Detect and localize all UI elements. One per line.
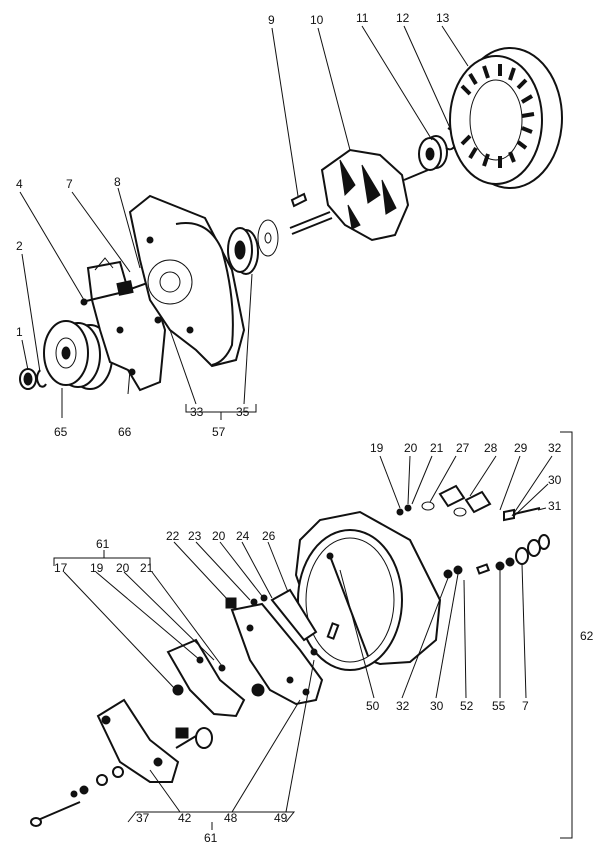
- label-4: 4: [16, 177, 23, 191]
- label-10: 10: [310, 13, 324, 27]
- label-31: 31: [548, 499, 562, 513]
- label-66: 66: [118, 425, 132, 439]
- nut-part: [19, 368, 37, 390]
- label-32-lower: 32: [396, 699, 410, 713]
- terminal-plate-part: [166, 638, 246, 718]
- label-52: 52: [460, 699, 474, 713]
- label-11: 11: [356, 11, 369, 25]
- label-49: 49: [274, 811, 288, 825]
- label-57: 57: [212, 425, 226, 439]
- label-26: 26: [262, 529, 276, 543]
- label-22: 22: [166, 529, 180, 543]
- front-bearing-part: [227, 227, 259, 275]
- label-2: 2: [16, 239, 23, 253]
- label-7-lower: 7: [522, 699, 529, 713]
- label-37: 37: [136, 811, 150, 825]
- label-19-left: 19: [90, 561, 104, 575]
- terminal-parts: [421, 484, 541, 522]
- screw-part: [30, 801, 81, 827]
- label-55: 55: [492, 699, 506, 713]
- label-42: 42: [178, 811, 192, 825]
- label-65: 65: [54, 425, 68, 439]
- callout-labels: 1 2 4 7 8 9 10 11 12 13 65 66 33 35 57 1…: [16, 11, 594, 845]
- small-hardware-lower: [70, 766, 124, 798]
- label-32-upper: 32: [548, 441, 562, 455]
- rotor-part: [289, 148, 429, 242]
- label-23: 23: [188, 529, 202, 543]
- label-28: 28: [484, 441, 498, 455]
- label-20-mid: 20: [212, 529, 226, 543]
- small-bits-49: [310, 622, 340, 656]
- label-7: 7: [66, 177, 73, 191]
- label-21-upper: 21: [430, 441, 444, 455]
- label-27: 27: [456, 441, 470, 455]
- stator-part: [449, 47, 563, 189]
- label-21-left: 21: [140, 561, 154, 575]
- label-13: 13: [436, 11, 450, 25]
- label-19-upper: 19: [370, 441, 384, 455]
- label-30-lower: 30: [430, 699, 444, 713]
- label-30-upper: 30: [548, 473, 562, 487]
- label-62: 62: [580, 629, 594, 643]
- label-20-upper: 20: [404, 441, 418, 455]
- key-part: [290, 192, 308, 208]
- regulator-plate-part: [230, 602, 324, 706]
- label-20-left: 20: [116, 561, 130, 575]
- brush-holder-part: [225, 588, 318, 642]
- label-48: 48: [224, 811, 238, 825]
- label-12: 12: [396, 11, 410, 25]
- label-35: 35: [236, 405, 250, 419]
- label-9: 9: [268, 13, 275, 27]
- through-bolt-part: [80, 280, 134, 306]
- label-33: 33: [190, 405, 204, 419]
- label-61-bottom: 61: [204, 831, 218, 845]
- rear-bearing-part: [418, 135, 448, 171]
- label-29: 29: [514, 441, 528, 455]
- label-61-top: 61: [96, 537, 110, 551]
- label-1: 1: [16, 325, 23, 339]
- label-17: 17: [54, 561, 68, 575]
- label-8: 8: [114, 175, 121, 189]
- label-24: 24: [236, 529, 250, 543]
- diode-plate-part: [96, 698, 213, 783]
- leader-lines: [19, 25, 573, 839]
- washer-part: [36, 369, 47, 388]
- spacer-washer-part: [257, 219, 279, 257]
- rear-housing-part: [294, 510, 442, 671]
- right-small-parts: [443, 534, 550, 579]
- small-washers-upper: [396, 504, 412, 516]
- front-housing-part: [128, 194, 246, 368]
- label-50: 50: [366, 699, 380, 713]
